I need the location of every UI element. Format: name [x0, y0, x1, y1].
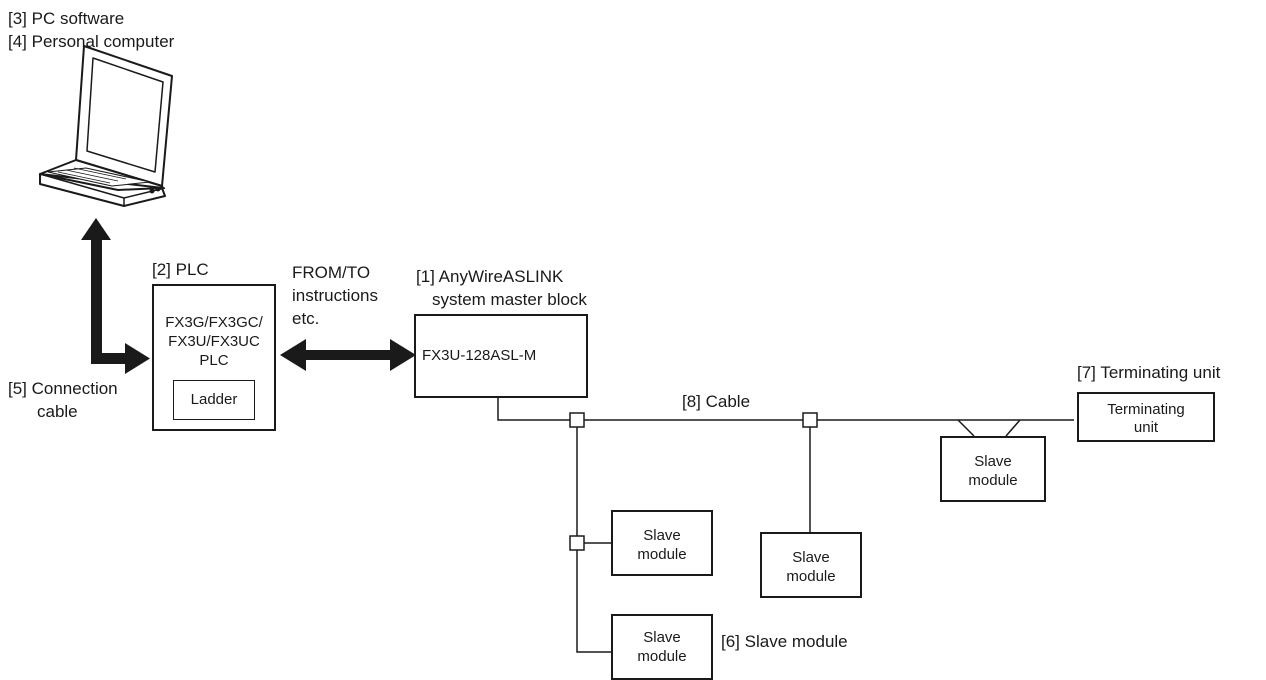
terminating-unit-box: Terminating unit: [1077, 392, 1215, 442]
personal-computer-label: [4] Personal computer: [8, 32, 175, 51]
master-block-label-line2: system master block: [432, 290, 587, 309]
connection-cable-label-line2: cable: [37, 402, 78, 421]
slave-module-box: Slave module: [611, 510, 713, 576]
plc-label: [2] PLC: [152, 260, 209, 279]
plc-box: FX3G/FX3GC/ FX3U/FX3UC PLC Ladder: [152, 284, 276, 431]
terminating-unit-line2: unit: [1133, 419, 1159, 436]
slave-module-line1: Slave: [792, 549, 830, 566]
slave-module-line2: module: [786, 568, 836, 585]
slave-module-line2: module: [968, 472, 1018, 489]
slave-module-line2: module: [637, 648, 687, 665]
slave-module-line1: Slave: [643, 629, 681, 646]
slave-module-box: Slave module: [940, 436, 1046, 502]
connection-cable-label-line1: [5] Connection: [8, 379, 118, 398]
terminating-unit-line1: Terminating: [1107, 401, 1185, 418]
pc-software-label: [3] PC software: [8, 9, 125, 28]
slave-module-line2: module: [637, 546, 687, 563]
slave-module-line1: Slave: [974, 453, 1012, 470]
branch-connector-2: [802, 412, 818, 428]
slave-module-box: Slave module: [611, 614, 713, 680]
plc-model-line1: FX3G/FX3GC/: [165, 314, 263, 331]
connection-cable-arrow: [81, 218, 150, 374]
branch-connector-1: [569, 412, 585, 428]
slave-module-line1: Slave: [643, 527, 681, 544]
cable-label: [8] Cable: [682, 392, 751, 411]
from-to-label: FROM/TO: [292, 263, 371, 282]
from-to-double-arrow: [280, 339, 416, 371]
instructions-label: instructions: [292, 286, 378, 305]
master-block-label-line1: [1] AnyWireASLINK: [416, 267, 564, 286]
slave-module-label: [6] Slave module: [721, 632, 848, 651]
branch-connectors: [569, 412, 818, 551]
slave-module-box: Slave module: [760, 532, 862, 598]
laptop-icon: [39, 45, 173, 207]
terminating-unit-label: [7] Terminating unit: [1077, 363, 1221, 382]
master-model: FX3U-128ASL-M: [422, 347, 537, 364]
etc-label: etc.: [292, 309, 320, 328]
ladder-box: Ladder: [173, 380, 255, 420]
plc-model-line3: PLC: [199, 352, 229, 369]
branch-connector-3: [569, 535, 585, 551]
plc-model-line2: FX3U/FX3UC: [168, 333, 260, 350]
master-block-box: FX3U-128ASL-M: [414, 314, 588, 398]
